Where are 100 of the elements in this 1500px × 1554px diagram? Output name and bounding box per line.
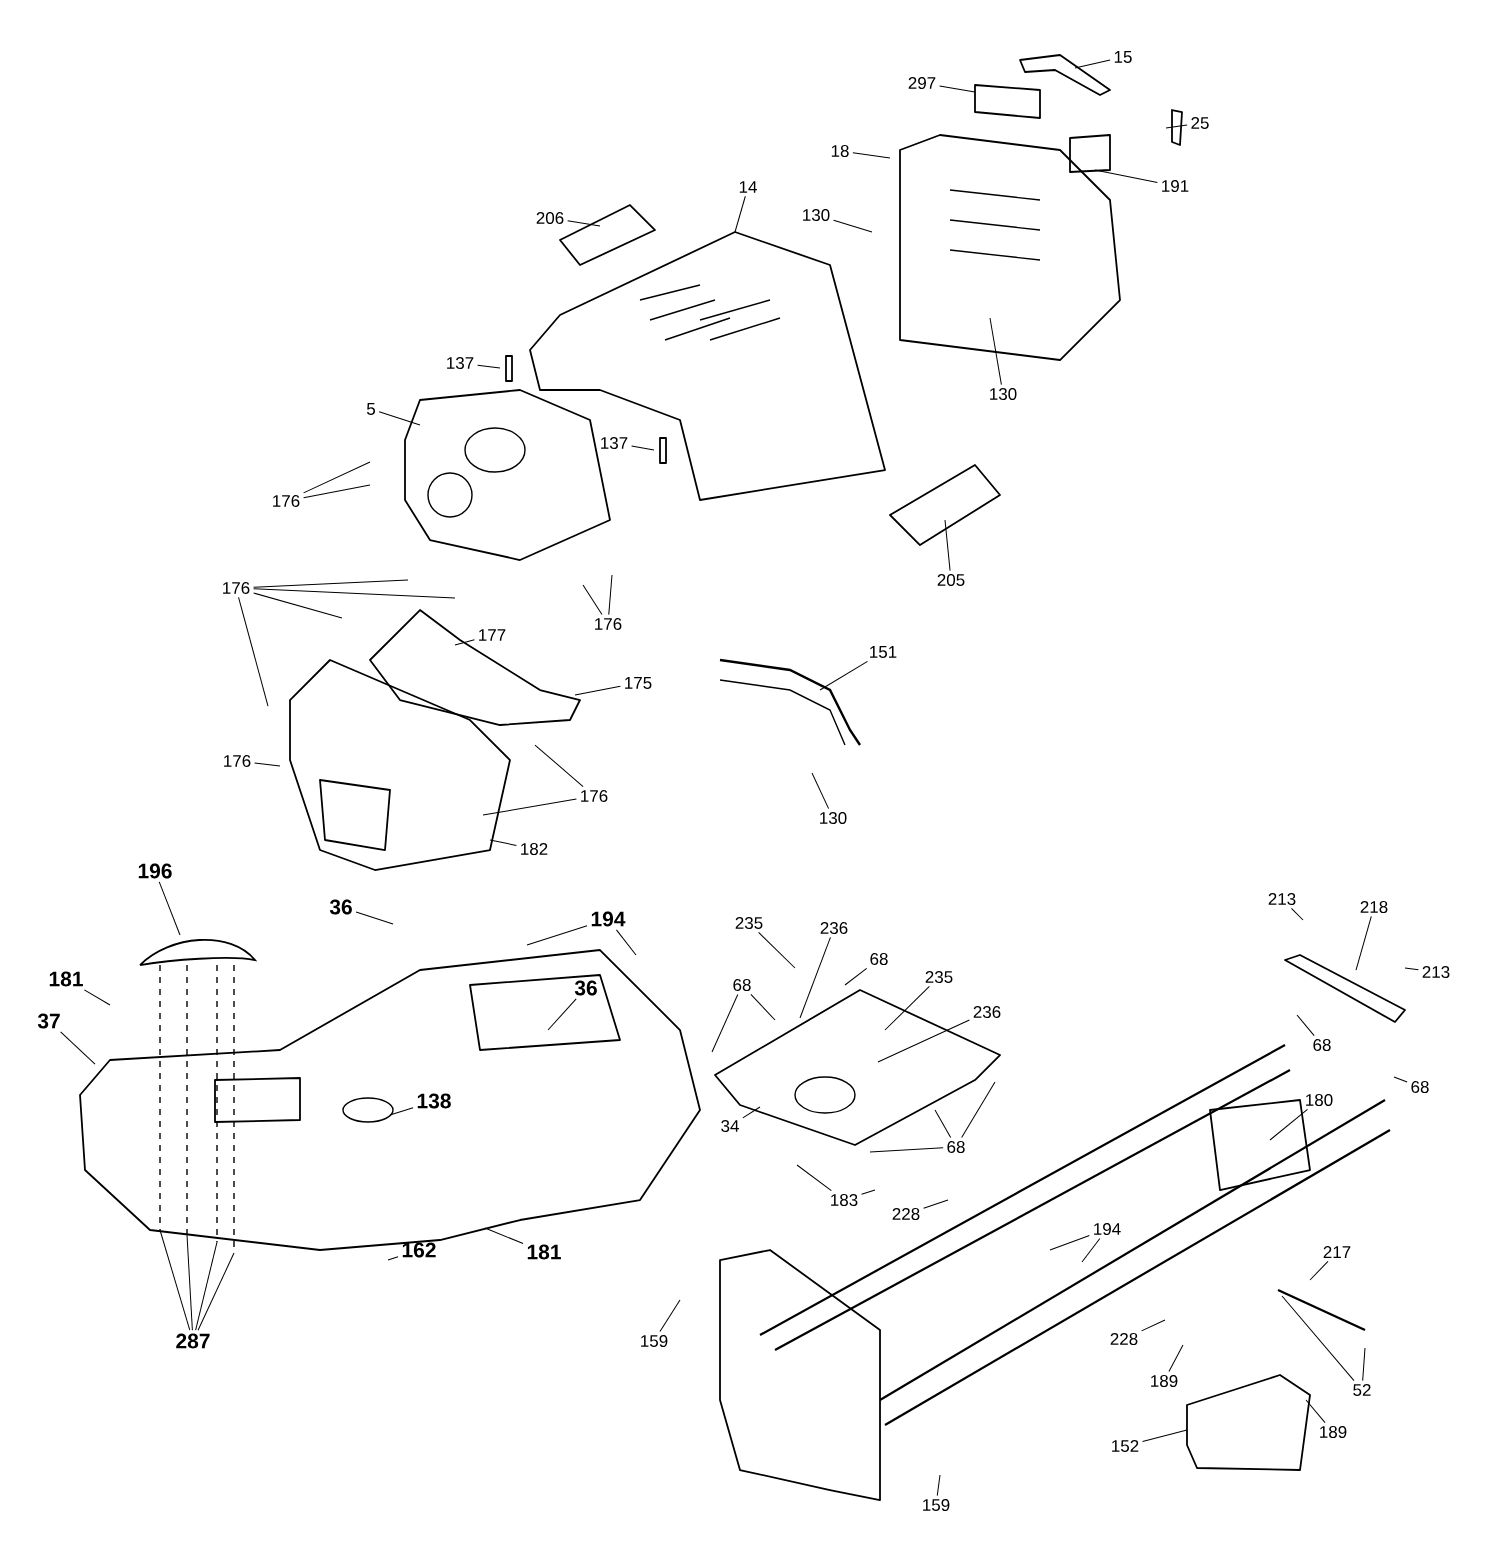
leader-line — [83, 989, 111, 1006]
callout-number: 181 — [49, 971, 83, 987]
callout-number: 236 — [973, 1006, 1001, 1018]
leader-line — [1141, 1319, 1166, 1332]
callout-number: 68 — [870, 953, 888, 965]
leader-line — [1355, 915, 1372, 971]
leader-line — [387, 1256, 399, 1261]
leader-line — [1393, 1076, 1408, 1083]
leader-line — [615, 929, 637, 956]
callout-number: 213 — [1268, 893, 1296, 905]
callout-number: 36 — [329, 899, 352, 915]
leader-line — [961, 1081, 996, 1139]
leader-line — [939, 85, 976, 93]
callout-number: 138 — [417, 1093, 451, 1109]
callout-number: 162 — [402, 1242, 436, 1258]
callout-number: 194 — [1094, 1223, 1121, 1235]
leader-line — [608, 574, 613, 616]
callout-number: 228 — [1110, 1333, 1138, 1345]
callout-number: 183 — [831, 1194, 858, 1206]
callout-number: 137 — [447, 357, 474, 369]
callout-number: 175 — [625, 677, 652, 689]
callout-number: 137 — [601, 437, 628, 449]
leader-line — [934, 1109, 952, 1139]
callout-number: 235 — [735, 917, 763, 929]
callout-number: 18 — [831, 145, 849, 157]
leader-line — [303, 484, 371, 499]
leader-line — [389, 1107, 414, 1116]
callout-number: 37 — [37, 1013, 60, 1029]
leader-line — [1081, 1237, 1101, 1263]
leader-line — [526, 925, 588, 946]
leader-line — [477, 364, 501, 369]
callout-number: 176 — [224, 755, 251, 767]
callout-number: 52 — [1353, 1384, 1371, 1396]
leader-line — [197, 1252, 235, 1331]
callout-number: 287 — [176, 1333, 210, 1349]
leader-line — [1269, 1108, 1308, 1141]
leader-line — [1142, 1429, 1188, 1442]
leader-line — [1309, 1260, 1329, 1281]
leader-line — [734, 195, 746, 233]
leader-line — [923, 1199, 949, 1209]
callout-number: 297 — [908, 77, 936, 89]
callout-number: 176 — [223, 582, 250, 594]
leader-line — [1049, 1235, 1090, 1251]
leader-line — [844, 967, 868, 986]
callout-number: 181 — [527, 1244, 561, 1260]
leader-line — [482, 798, 577, 816]
leader-line — [1094, 169, 1158, 183]
callout-number: 130 — [803, 209, 830, 221]
leader-line — [159, 1229, 191, 1331]
callout-number: 189 — [1320, 1426, 1347, 1438]
callout-number: 36 — [574, 980, 597, 996]
callout-number: 217 — [1323, 1246, 1351, 1258]
callout-number: 159 — [641, 1335, 668, 1347]
callout-number: 177 — [479, 629, 506, 641]
leader-line — [1305, 1399, 1326, 1424]
callout-number: 206 — [536, 212, 564, 224]
leader-line — [884, 985, 930, 1031]
leader-line — [254, 762, 281, 767]
leader-line — [758, 931, 796, 969]
leader-line — [796, 1164, 832, 1192]
callout-number: 130 — [990, 388, 1017, 400]
leader-line — [1074, 59, 1111, 69]
leader-line — [253, 579, 409, 588]
leader-line — [1362, 1347, 1366, 1382]
leader-line — [852, 152, 891, 159]
callout-number: 182 — [521, 843, 548, 855]
leader-line — [60, 1031, 96, 1065]
leader-line — [944, 519, 951, 572]
leader-line — [1404, 967, 1419, 971]
callout-number: 68 — [1313, 1039, 1331, 1051]
callout-number: 68 — [947, 1141, 965, 1153]
leader-line — [574, 685, 621, 696]
leader-line — [750, 993, 776, 1021]
callout-number: 218 — [1360, 901, 1388, 913]
leader-line — [631, 445, 655, 451]
leader-line — [484, 1227, 524, 1244]
callout-number: 15 — [1114, 51, 1132, 63]
callout-number: 191 — [1162, 180, 1189, 192]
callout-number: 68 — [733, 979, 751, 991]
callout-number: 196 — [138, 863, 172, 879]
callout-number: 194 — [591, 911, 626, 927]
leader-line — [582, 584, 603, 616]
leader-line — [534, 744, 584, 788]
leader-line — [861, 1189, 876, 1195]
leader-line — [303, 461, 371, 494]
callout-number: 205 — [937, 574, 965, 586]
leader-line — [936, 1474, 941, 1497]
leader-line — [811, 772, 830, 810]
callout-number: 130 — [820, 812, 847, 824]
leader-line — [355, 911, 394, 925]
leader-line — [454, 639, 475, 646]
leader-line — [158, 881, 181, 936]
callout-number: 235 — [925, 971, 953, 983]
leader-line — [819, 660, 869, 691]
callout-number: 5 — [366, 403, 375, 415]
callout-number: 176 — [273, 495, 300, 507]
callout-number: 14 — [739, 181, 757, 193]
leader-line — [195, 1241, 218, 1331]
callout-number: 176 — [595, 618, 622, 630]
callout-number: 180 — [1306, 1094, 1333, 1106]
